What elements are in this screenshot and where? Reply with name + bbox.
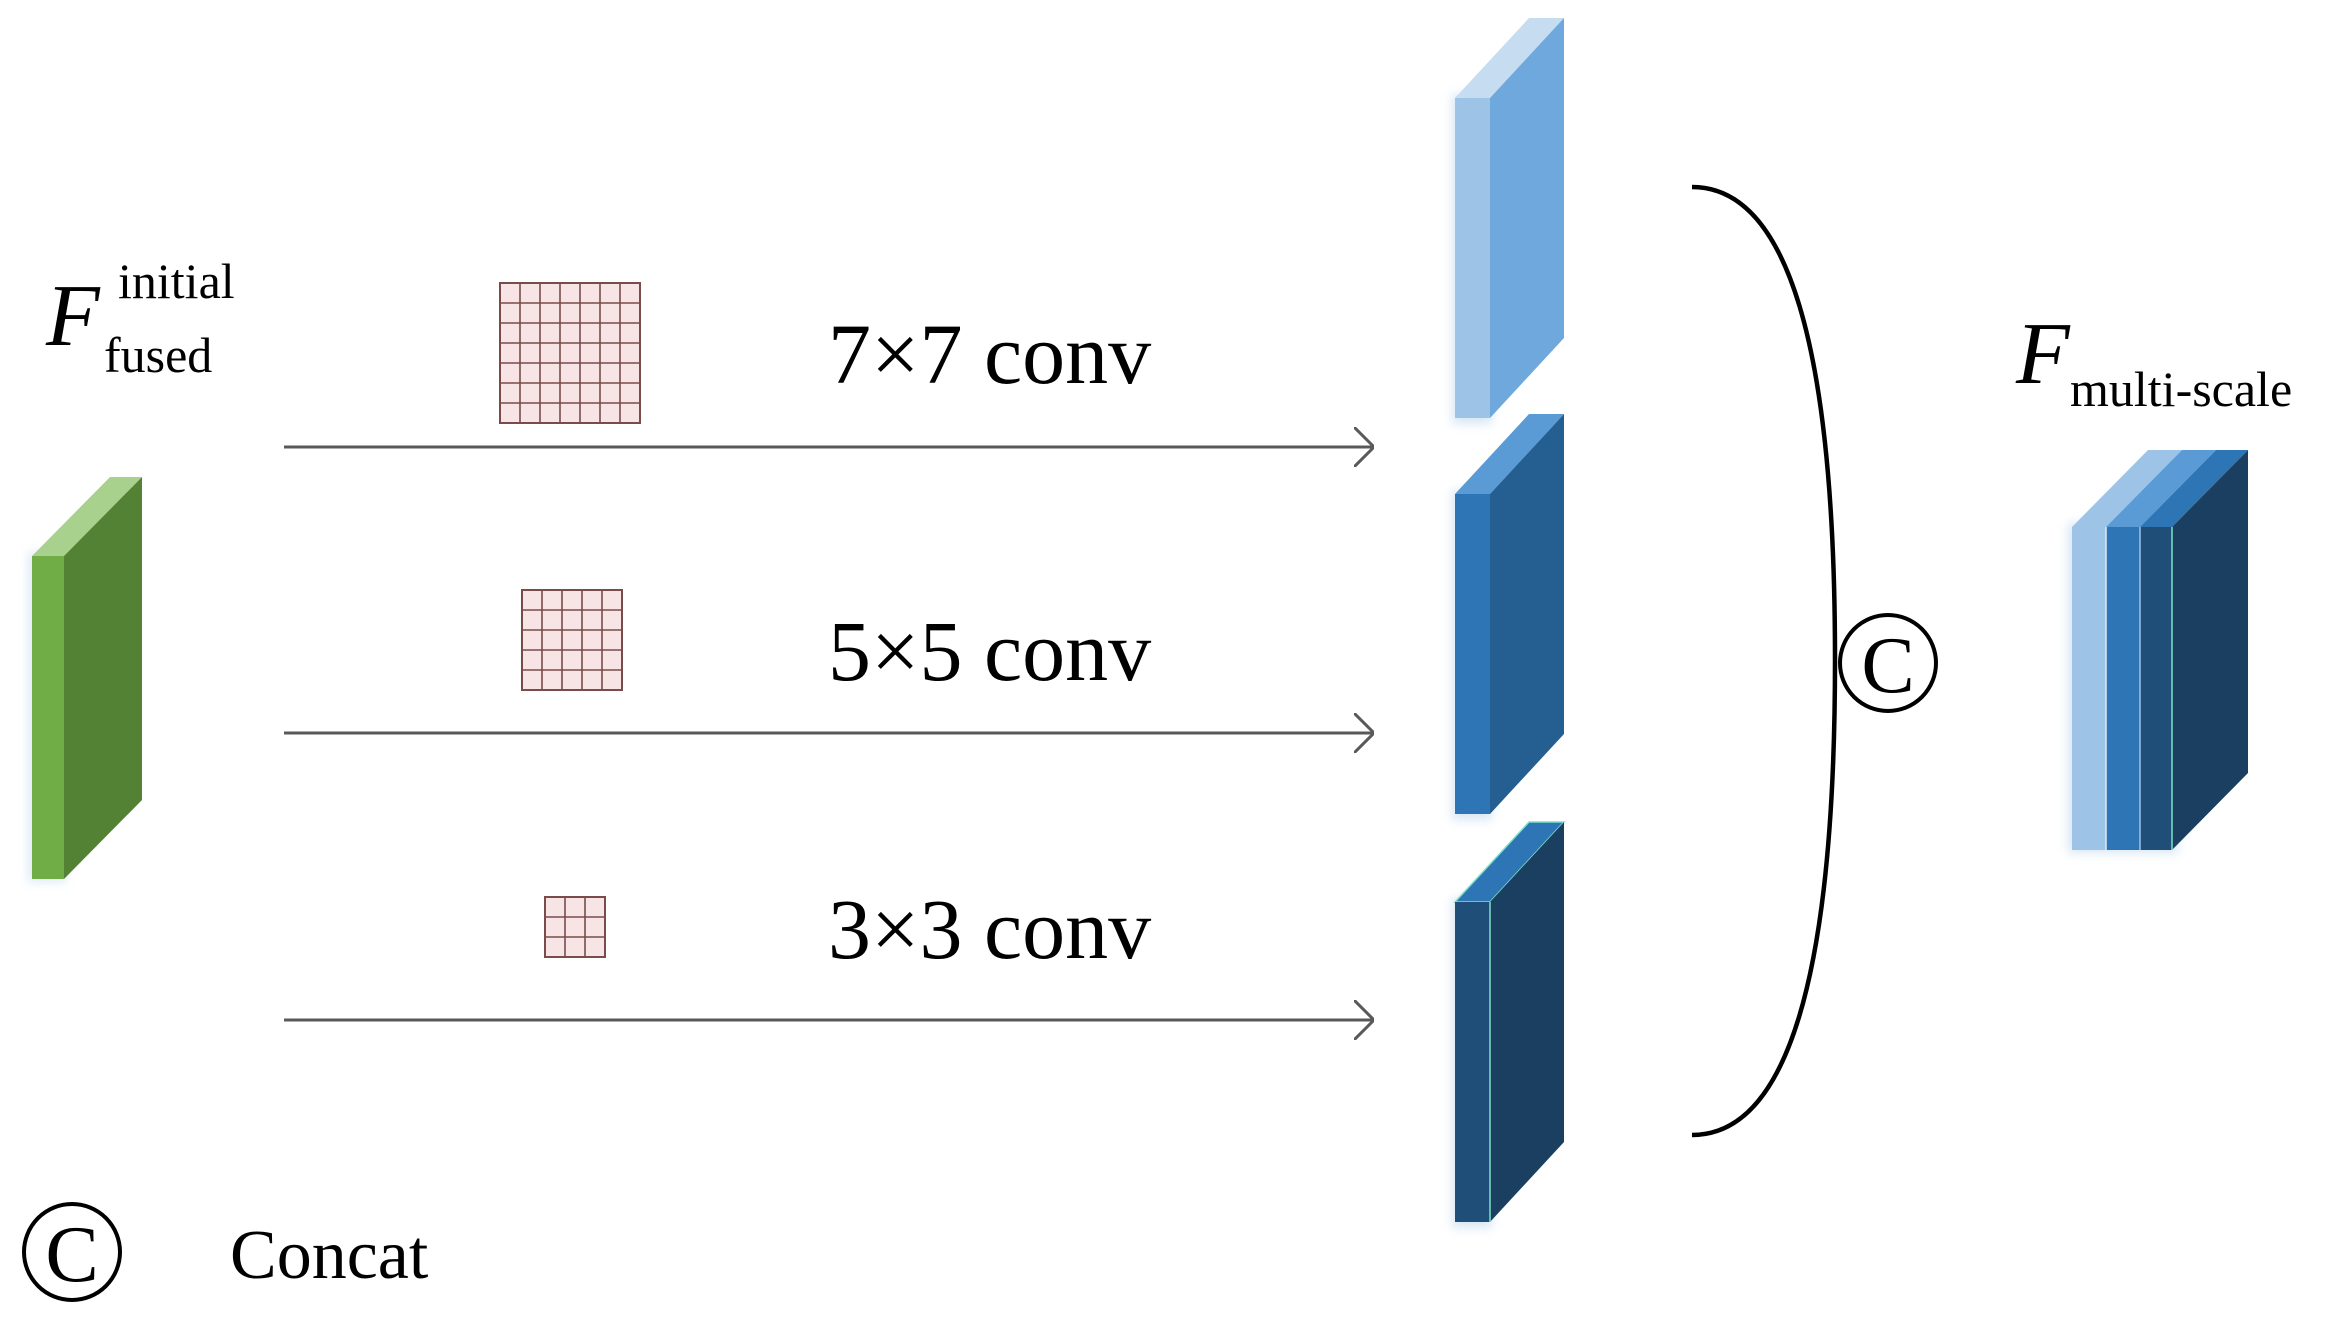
concat-symbol-letter: C: [1861, 622, 1914, 710]
feature-block-5x5: [1452, 414, 1564, 820]
kernel-grid-7x7: [499, 282, 641, 424]
input-superscript: initial: [118, 253, 235, 309]
branch-label-7x7: 7×7 conv: [828, 306, 1151, 402]
branch-label-3x3: 3×3 conv: [828, 881, 1151, 977]
kernel-grid-3x3: [544, 896, 606, 958]
legend: C Concat: [22, 1202, 429, 1302]
output-subscript: multi-scale: [2070, 361, 2292, 417]
input-block-side: [64, 477, 142, 879]
kernel-grid-background: [499, 282, 641, 424]
output-feature-block: [2068, 450, 2248, 853]
kernel-grid-background: [521, 589, 623, 691]
concat-bracket: [1691, 184, 1838, 1138]
legend-concat-icon-letter: C: [45, 1211, 98, 1299]
concat-symbol: C: [1838, 613, 1938, 713]
legend-concat-label: Concat: [230, 1217, 429, 1294]
kernel-grid-background: [544, 896, 606, 958]
input-feature-block: [28, 477, 142, 882]
output-label: F multi-scale: [2015, 306, 2292, 417]
input-label: F initial fused: [45, 253, 235, 383]
output-symbol: F: [2015, 306, 2071, 403]
input-subscript: fused: [104, 327, 212, 383]
input-block-front: [32, 556, 64, 879]
feature-block-7x7: [1452, 18, 1564, 424]
branch-label-5x5: 5×5 conv: [828, 603, 1151, 699]
legend-concat-icon: [22, 1202, 122, 1302]
feature-block-3x3: [1452, 821, 1566, 1228]
kernel-grid-5x5: [521, 589, 623, 691]
input-block-top: [32, 477, 142, 556]
input-symbol: F: [45, 268, 101, 365]
